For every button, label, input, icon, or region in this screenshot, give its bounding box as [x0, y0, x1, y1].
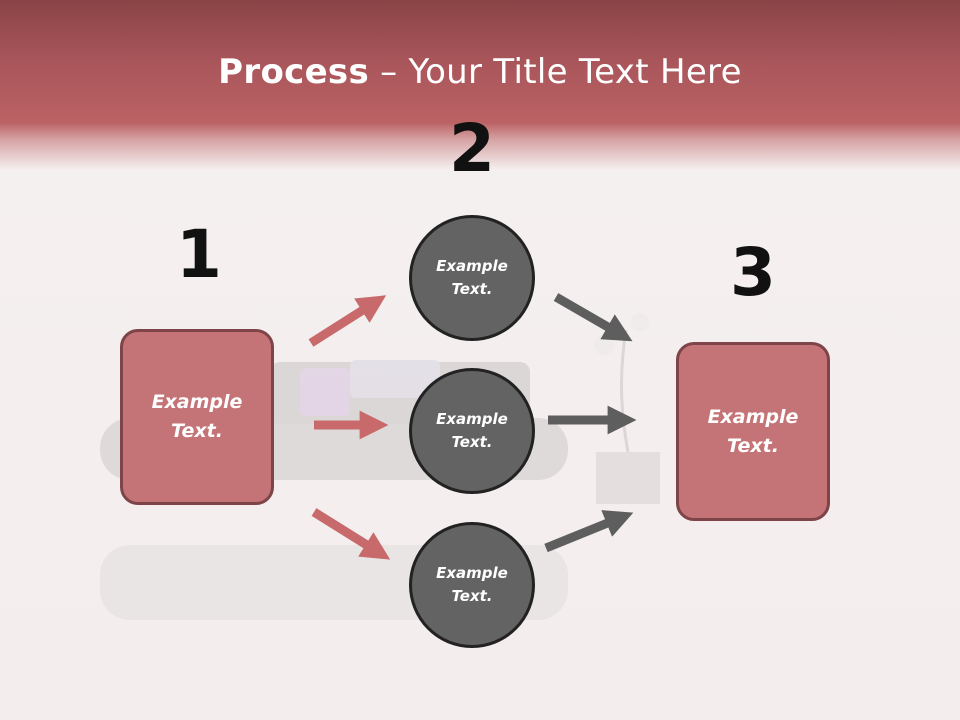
arrow-circle-top-to-box3	[553, 293, 633, 342]
step-3-number: 3	[730, 234, 776, 311]
step-1-number: 1	[176, 216, 222, 293]
step-2-circle-top[interactable]: Example Text.	[409, 215, 535, 341]
step-3-box[interactable]: Example Text.	[676, 342, 830, 521]
arrow-circle-bottom-to-box3	[544, 510, 634, 553]
step-2-number: 2	[449, 110, 495, 187]
slide-title: Process – Your Title Text Here	[0, 52, 960, 92]
title-rest-part: – Your Title Text Here	[369, 52, 742, 92]
arrow-box1-to-circle-bottom	[311, 508, 391, 560]
step-2-circle-middle[interactable]: Example Text.	[409, 368, 535, 494]
title-bold-part: Process	[218, 52, 370, 92]
step-2-circle-bottom[interactable]: Example Text.	[409, 522, 535, 648]
arrow-box1-to-circle-top	[308, 295, 387, 347]
step-1-box[interactable]: Example Text.	[120, 329, 274, 505]
title-banner	[0, 0, 960, 170]
